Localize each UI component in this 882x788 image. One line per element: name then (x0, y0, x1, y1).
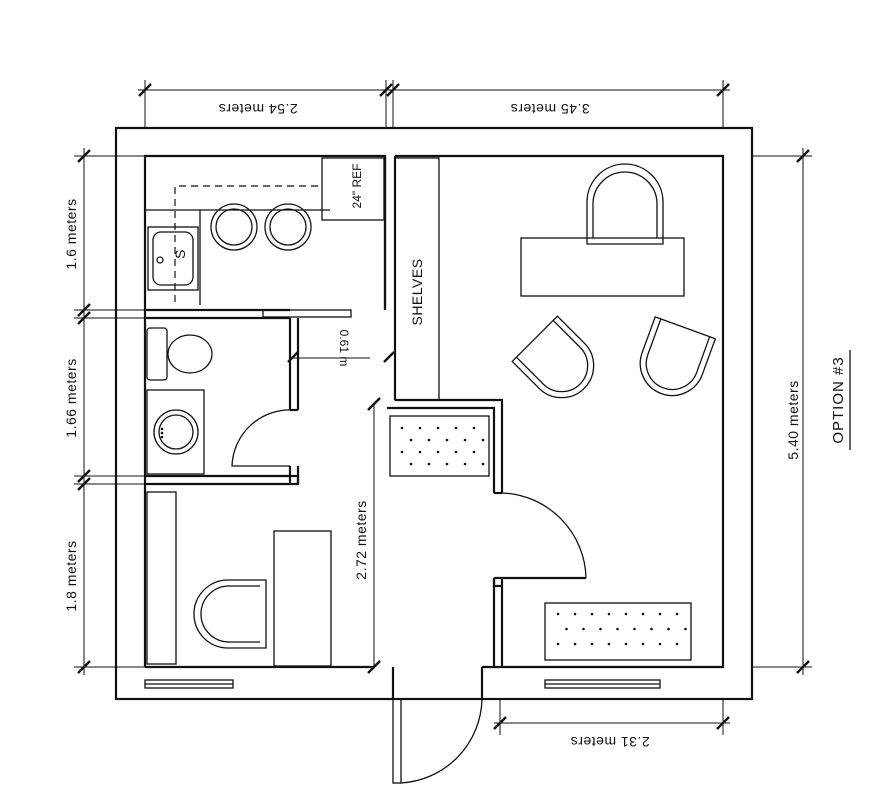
mat-upper (389, 415, 490, 477)
office-chair (586, 163, 664, 245)
office-room (501, 163, 717, 579)
toilet-tank (146, 327, 168, 381)
dim-right: 5.40 meters (785, 380, 801, 459)
office-desk (520, 237, 685, 297)
study-room (146, 491, 332, 667)
corridor-dimension: 2.72 meters (353, 397, 381, 674)
stool-2 (264, 203, 312, 251)
lavatory-sink (153, 409, 199, 455)
shelves: SHELVES (394, 157, 440, 401)
shelves-unit (394, 157, 440, 401)
bottom-dimension: 2.31 meters (493, 700, 730, 750)
dim-bottom: 2.31 meters (570, 734, 649, 750)
dim-left-middle: 1.66 meters (63, 358, 79, 437)
dim-bath-opening: 0.61 m (337, 330, 351, 367)
bathroom-door-swing (231, 409, 295, 467)
bookshelf (146, 491, 177, 665)
option-label: OPTION #3 (830, 356, 847, 443)
bathroom: 0.61 m (146, 327, 395, 475)
entry-door-swing (400, 698, 483, 784)
shelves-label: SHELVES (409, 258, 425, 325)
left-dimension: 1.6 meters 1.66 meters 1.8 meters (63, 148, 145, 675)
dim-left-top: 1.6 meters (63, 198, 79, 269)
refrigerator (321, 157, 385, 221)
right-dimension: 5.40 meters (752, 148, 812, 675)
study-desk (273, 530, 332, 667)
ref-label: 24" REF (350, 164, 364, 209)
faucet-icon (156, 256, 164, 264)
dim-top-right: 3.45 meters (510, 101, 589, 117)
office-door-swing (501, 492, 587, 579)
top-dimension: 2.54 meters 3.45 meters (138, 80, 730, 128)
study-chair (193, 579, 267, 649)
entry-door (392, 698, 483, 784)
exterior-walls (114, 126, 754, 701)
windows (144, 679, 661, 689)
vanity (146, 389, 205, 475)
dim-corridor: 2.72 meters (353, 500, 369, 579)
sink-mark: S (172, 249, 188, 259)
stool-1 (210, 203, 258, 251)
kitchen-sink (147, 226, 199, 291)
entry-door-leaf (392, 698, 402, 784)
dim-top-left: 2.54 meters (218, 101, 297, 117)
toilet-bowl (167, 334, 213, 374)
option-title: OPTION #3 (830, 350, 851, 450)
lounge-chair-1 (511, 315, 595, 399)
lounge-chair-2 (639, 316, 717, 397)
dim-left-bottom: 1.8 meters (63, 540, 79, 611)
mat-lower (544, 602, 692, 661)
kitchenette: S 24" REF (145, 157, 385, 305)
